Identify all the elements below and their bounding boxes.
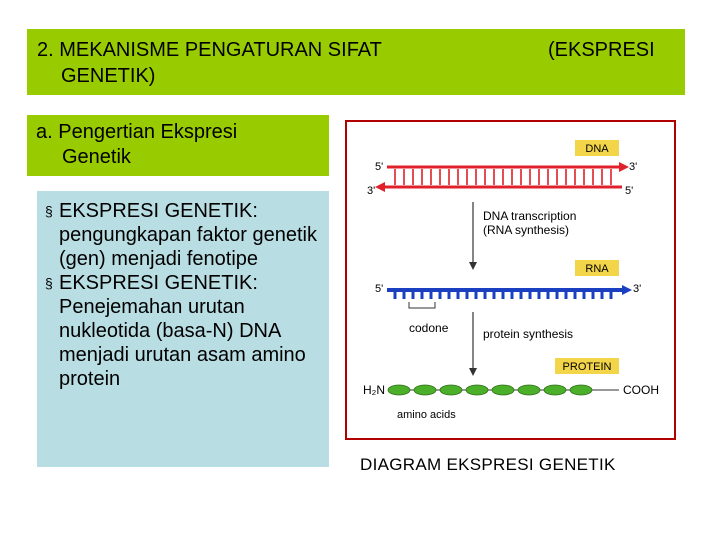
rna-base bbox=[519, 292, 523, 299]
rna-codons bbox=[393, 292, 613, 299]
rna-base bbox=[465, 292, 469, 299]
cooh-label: COOH bbox=[623, 383, 659, 397]
rna-base bbox=[600, 292, 604, 299]
section-title-line2: GENETIK) bbox=[61, 65, 156, 87]
rna-label-box bbox=[575, 260, 619, 276]
amino-acid-bead bbox=[465, 384, 489, 396]
rna-base bbox=[447, 292, 451, 299]
dna-3prime-bottom: 3' bbox=[367, 185, 375, 197]
rna-base bbox=[510, 292, 514, 299]
rna-base bbox=[573, 292, 577, 299]
rna-base bbox=[393, 292, 397, 299]
rna-base bbox=[609, 292, 613, 299]
rna-label: RNA bbox=[585, 263, 609, 275]
transcription-arrowhead bbox=[469, 262, 477, 270]
definition-box: § EKSPRESI GENETIK: pengungkapan faktor … bbox=[37, 191, 329, 467]
protein-synthesis-label: protein synthesis bbox=[483, 327, 573, 341]
rna-base bbox=[591, 292, 595, 299]
diagram-caption: DIAGRAM EKSPRESI GENETIK bbox=[360, 455, 616, 474]
rna-5prime: 5' bbox=[375, 283, 383, 295]
codone-label: codone bbox=[409, 321, 449, 335]
rna-base bbox=[456, 292, 460, 299]
subsection-title-line2: Genetik bbox=[62, 146, 131, 168]
rna-base bbox=[438, 292, 442, 299]
dna-5prime-bottom: 5' bbox=[625, 185, 633, 197]
rna-base bbox=[402, 292, 406, 299]
section-title: 2. MEKANISME PENGATURAN SIFAT GENETIK) bbox=[37, 37, 467, 89]
rna-base bbox=[537, 292, 541, 299]
rna-arrow bbox=[622, 285, 632, 295]
diagram-svg: DNA 5' 3' 3' 5' DNA transcription (RNA s… bbox=[363, 140, 659, 421]
dna-label: DNA bbox=[585, 143, 609, 155]
rna-base bbox=[582, 292, 586, 299]
definition-item: § EKSPRESI GENETIK: pengungkapan faktor … bbox=[45, 199, 329, 271]
section-title-right: (EKSPRESI bbox=[548, 39, 655, 61]
dna-5prime-top: 5' bbox=[375, 161, 383, 173]
definition-text: EKSPRESI GENETIK: pengungkapan faktor ge… bbox=[59, 200, 317, 270]
protein-label-box bbox=[555, 358, 619, 374]
rna-base bbox=[501, 292, 505, 299]
dna-base-pairs bbox=[394, 169, 612, 185]
subsection-title: a. Pengertian Ekspresi Genetik bbox=[27, 115, 329, 176]
rna-base bbox=[546, 292, 550, 299]
bullet-icon: § bbox=[45, 203, 53, 219]
translation-arrowhead bbox=[469, 368, 477, 376]
rna-base bbox=[420, 292, 424, 299]
rna-base bbox=[474, 292, 478, 299]
rna-base bbox=[429, 292, 433, 299]
section-title-line1: 2. MEKANISME PENGATURAN SIFAT bbox=[37, 39, 382, 61]
h2n-label: H₂N bbox=[363, 383, 385, 397]
dna-3prime-top: 3' bbox=[629, 161, 637, 173]
transcription-label: DNA transcription bbox=[483, 209, 576, 223]
amino-acid-bead bbox=[413, 384, 437, 396]
gene-expression-diagram: DNA 5' 3' 3' 5' DNA transcription (RNA s… bbox=[345, 120, 676, 440]
section-title-bar: 2. MEKANISME PENGATURAN SIFAT GENETIK) (… bbox=[27, 29, 685, 95]
bullet-icon: § bbox=[45, 275, 53, 291]
codon-bracket bbox=[408, 302, 436, 309]
amino-acid-chain bbox=[387, 384, 593, 396]
definition-item: § EKSPRESI GENETIK: Penejemahan urutan n… bbox=[45, 271, 329, 391]
amino-acid-bead bbox=[387, 384, 411, 396]
rna-base bbox=[555, 292, 559, 299]
rna-base bbox=[483, 292, 487, 299]
amino-acid-bead bbox=[517, 384, 541, 396]
dna-arrow-right bbox=[619, 162, 629, 172]
rna-3prime: 3' bbox=[633, 283, 641, 295]
subsection-title-line1: a. Pengertian Ekspresi bbox=[36, 121, 238, 143]
amino-acid-bead bbox=[491, 384, 515, 396]
rna-base bbox=[411, 292, 415, 299]
amino-acids-label: amino acids bbox=[397, 409, 456, 421]
rna-base bbox=[528, 292, 532, 299]
rna-base bbox=[564, 292, 568, 299]
amino-acid-bead bbox=[543, 384, 567, 396]
dna-arrow-left bbox=[375, 182, 385, 192]
amino-acid-bead bbox=[439, 384, 463, 396]
dna-label-box bbox=[575, 140, 619, 156]
rna-base bbox=[492, 292, 496, 299]
transcription-sublabel: (RNA synthesis) bbox=[483, 223, 569, 237]
definition-text: EKSPRESI GENETIK: Penejemahan urutan nuk… bbox=[59, 272, 306, 390]
protein-label: PROTEIN bbox=[563, 361, 612, 373]
amino-acid-bead bbox=[569, 384, 593, 396]
